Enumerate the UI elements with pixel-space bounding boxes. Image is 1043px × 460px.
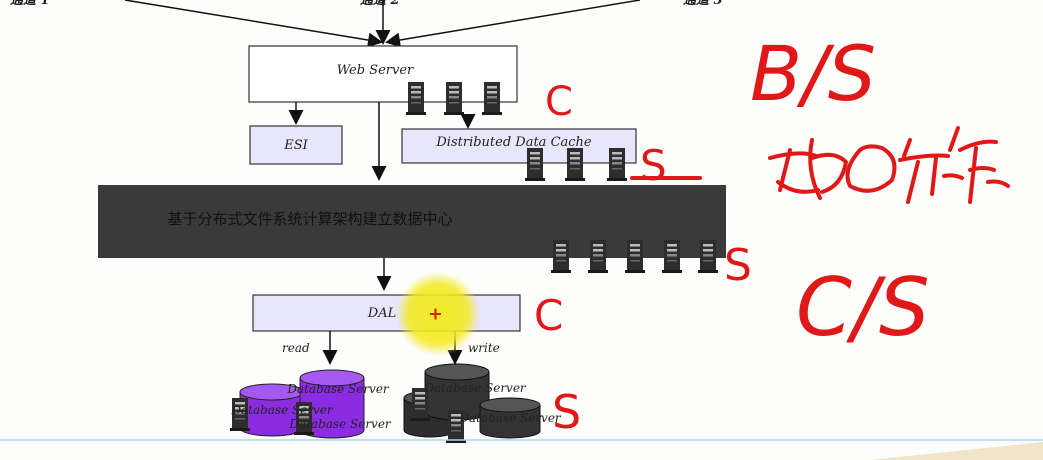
pen-shadow — [870, 442, 1043, 460]
cache-server-icons — [525, 148, 627, 181]
top-label-2: 通道 2 — [360, 0, 400, 8]
db-label-2: Database Server — [230, 403, 334, 417]
incoming-arrows — [124, 0, 641, 48]
hand-s-3: S — [552, 385, 581, 439]
esi-box — [249, 125, 343, 165]
hand-bs: B/S — [750, 29, 876, 118]
web-server-icons — [406, 82, 502, 115]
hand-scribble-chars — [768, 126, 1010, 204]
data-center-band — [98, 185, 726, 258]
write-label: write — [468, 341, 500, 355]
hand-s-2: S — [724, 240, 752, 291]
web-server-arrows — [288, 102, 476, 181]
handwritten-annotations: C S S C S B/S C/S — [534, 29, 1010, 439]
write-database-cluster: Database Server Database Server — [403, 363, 562, 443]
data-center-label: 基于分布式文件系统计算架构建立数据中心 — [167, 210, 452, 228]
db-label-1: Database Server — [286, 382, 390, 396]
distributed-cache-box — [401, 128, 637, 164]
read-label: read — [282, 341, 310, 355]
dal-label: DAL — [367, 306, 396, 321]
read-database-cluster: Database Server Database Server Database… — [230, 369, 392, 439]
web-server-label: Web Server — [337, 63, 414, 78]
hand-s-1: S — [640, 141, 667, 190]
web-server-box — [248, 45, 518, 103]
top-label-3: 通道 3 — [683, 0, 723, 8]
db-label-3: Database Server — [288, 417, 392, 431]
distributed-cache-label: Distributed Data Cache — [435, 135, 592, 150]
esi-label: ESI — [283, 138, 308, 153]
cursor-crosshair-icon — [430, 308, 441, 320]
hand-c-2: C — [534, 291, 563, 340]
hand-cs: C/S — [796, 261, 930, 354]
hand-c-1: C — [545, 79, 573, 125]
db-label-4: Database Server — [423, 381, 527, 395]
top-label-1: 通道 1 — [10, 0, 50, 8]
db-label-5: Database Server — [458, 411, 562, 425]
